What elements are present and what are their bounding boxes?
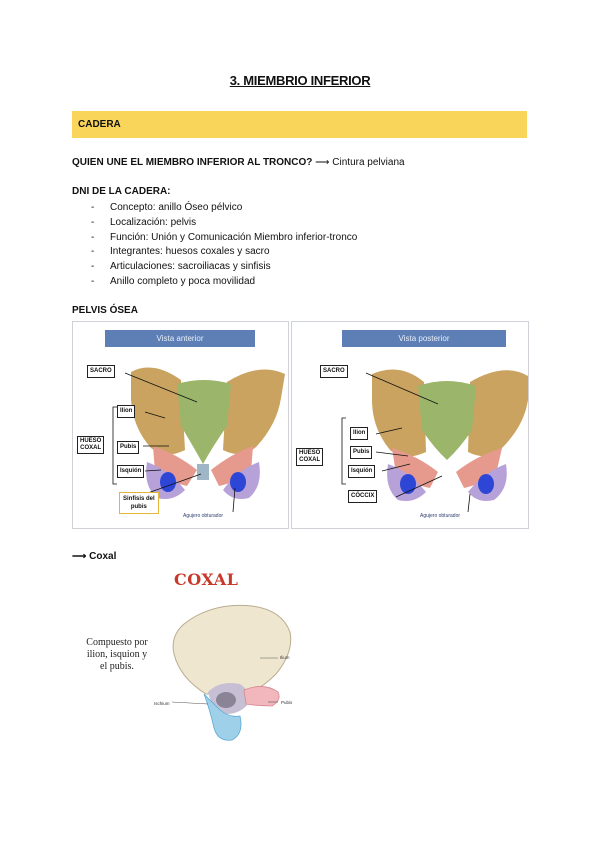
dash-bullet: - [91, 231, 95, 243]
section-bar-cadera: CADERA [72, 111, 527, 138]
label-agujero-obturador: Agujero obturador [183, 513, 224, 519]
label-hueso-coxal-line1: HUESO [299, 450, 321, 456]
list-item: - Concepto: anillo Óseo pélvico [91, 201, 357, 216]
coxal-title-text: Coxal [89, 551, 117, 562]
list-item-text: Función: Unión y Comunicación Miembro in… [110, 231, 358, 243]
dash-bullet: - [91, 202, 95, 213]
label-hueso-coxal-line2: COXAL [299, 457, 321, 463]
coxal-heading: COXAL [174, 570, 239, 589]
list-item-text: Concepto: anillo Óseo pélvico [110, 202, 243, 213]
label-pubis: Pubis [281, 700, 293, 705]
list-item-text: Localización: pelvis [110, 216, 197, 228]
label-pubis: Pubis [350, 446, 373, 459]
arrow-icon: ⟶ [72, 551, 87, 562]
list-item: - Integrantes: huesos coxales y sacro [91, 245, 357, 260]
label-ilium: Ilium [280, 655, 290, 660]
dash-bullet: - [91, 261, 95, 273]
label-sinfisis-line1: Sinfisis del [123, 496, 155, 502]
list-item-text: Articulaciones: sacroiliacas y sinfisis [110, 261, 271, 273]
label-hueso-coxal-line2: COXAL [80, 445, 102, 451]
label-ilion: Ilion [117, 405, 136, 418]
arrow-icon: ⟶ [315, 157, 330, 168]
label-sacro: SACRO [320, 365, 348, 378]
pelvis-posterior-illustration [341, 369, 528, 513]
label-isquion: Isquión [117, 465, 145, 478]
list-item-text: Integrantes: huesos coxales y sacro [110, 246, 270, 258]
pelvis-anterior-panel: Vista anterior SACRO Ilion HUESO COXAL P… [72, 321, 289, 529]
label-sinfisis-line2: pubis [130, 504, 147, 510]
view-label-posterior: Vista posterior [342, 330, 506, 347]
label-hueso-coxal-line1: HUESO [80, 438, 102, 444]
dni-list: - Concepto: anillo Óseo pélvico - Localiza… [91, 201, 357, 290]
question-line: QUIEN UNE EL MIEMBRO INFERIOR AL TRONCO?… [72, 157, 405, 168]
label-ilion: Ilion [350, 427, 369, 440]
coxal-description: Compuesto por ilion, isquion y el pubis. [86, 637, 148, 672]
pelvis-anterior-illustration [112, 367, 285, 513]
list-item-text: Anillo completo y poca movilidad [110, 275, 256, 287]
page-title: 3. MIEMBRIO INFERIOR [229, 73, 371, 88]
view-label-anterior: Vista anterior [105, 330, 255, 347]
list-item: - Función: Unión y Comunicación Miembro i… [91, 231, 357, 246]
dni-title: DNI DE LA CADERA: [72, 186, 171, 197]
label-sinfisis: Sinfisis del pubis [119, 492, 159, 514]
label-hueso-coxal: HUESO COXAL [296, 448, 324, 466]
dash-bullet: - [91, 246, 95, 258]
label-agujero-obturador: Agujero obturador [420, 513, 461, 519]
coxal-title: ⟶ Coxal [72, 551, 116, 562]
list-item: - Articulaciones: sacroiliacas y sinfisis [91, 260, 357, 275]
label-sacro: SACRO [87, 365, 115, 378]
list-item: - Localización: pelvis [91, 216, 357, 231]
question-text: QUIEN UNE EL MIEMBRO INFERIOR AL TRONCO? [72, 157, 313, 168]
question-answer: Cintura pelviana [332, 157, 405, 168]
label-isquion: Isquión [348, 465, 376, 478]
label-coccix: CÓCCIX [348, 490, 378, 503]
label-hueso-coxal: HUESO COXAL [77, 436, 105, 454]
label-pubis: Pubis [117, 441, 140, 454]
dash-bullet: - [91, 216, 95, 228]
pelvis-posterior-panel: Vista posterior SACRO HUESO COXAL Ilion … [291, 321, 529, 529]
dash-bullet: - [91, 275, 95, 287]
section-label: CADERA [78, 119, 121, 130]
label-ischium: Ischium [154, 701, 170, 706]
coxal-bone-illustration [171, 604, 292, 741]
list-item: - Anillo completo y poca movilidad [91, 275, 357, 290]
pelvis-title: PELVIS ÓSEA [72, 305, 138, 316]
